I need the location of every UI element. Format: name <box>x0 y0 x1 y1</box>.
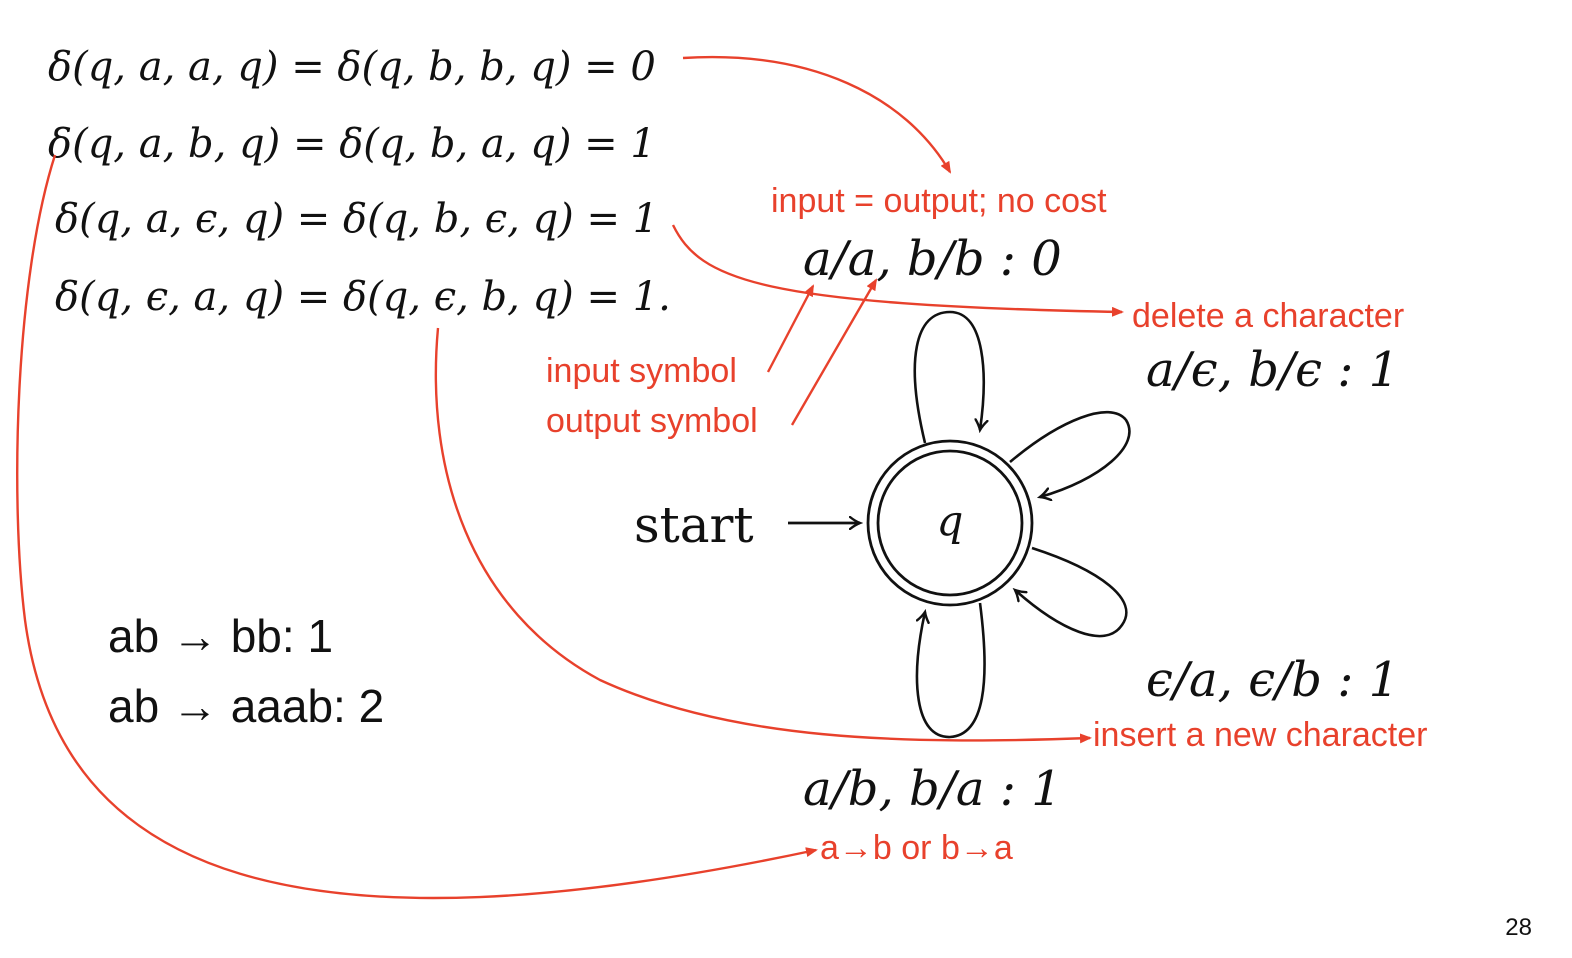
arrow-output-symbol <box>790 278 878 426</box>
loop-label-copy: a/a, b/b : 0 <box>803 231 1062 287</box>
label-input-symbol: input symbol <box>546 352 737 390</box>
arrow-no-cost <box>682 55 952 174</box>
state-label: q <box>937 496 964 545</box>
label-insert: insert a new character <box>1093 716 1428 754</box>
automaton: q start a/a, b/b : 0 a/ϵ, b/ϵ : 1 ϵ/a, ϵ… <box>634 231 1399 817</box>
loop-copy <box>913 310 984 444</box>
equation-4: δ(q, ϵ, a, q) = δ(q, ϵ, b, q) = 1. <box>55 274 671 320</box>
label-substitute: a→b or b→a <box>820 829 1013 867</box>
arrow-input-symbol <box>766 284 815 373</box>
arrow-insert <box>434 327 1092 744</box>
arrow-substitute <box>16 154 818 900</box>
annotation-labels: input = output; no cost delete a charact… <box>546 182 1428 867</box>
loop-substitute <box>917 602 986 739</box>
equation-3: δ(q, a, ϵ, q) = δ(q, b, ϵ, q) = 1 <box>55 196 658 242</box>
equation-2: δ(q, a, b, q) = δ(q, b, a, q) = 1 <box>48 121 656 167</box>
annotation-arrows <box>16 55 1124 900</box>
examples: ab → bb: 1 ab → aaab: 2 <box>108 610 384 732</box>
loop-label-delete: a/ϵ, b/ϵ : 1 <box>1146 342 1399 398</box>
loop-insert <box>1015 546 1128 638</box>
equation-block: δ(q, a, a, q) = δ(q, b, b, q) = 0 δ(q, a… <box>48 44 671 320</box>
example-2: ab → aaab: 2 <box>108 680 384 732</box>
label-delete: delete a character <box>1132 297 1404 335</box>
start-label: start <box>634 496 754 554</box>
loop-label-insert: ϵ/a, ϵ/b : 1 <box>1146 652 1399 708</box>
arrow-delete <box>671 224 1124 317</box>
loop-delete <box>1009 411 1131 497</box>
example-1: ab → bb: 1 <box>108 610 333 662</box>
state-inner-circle <box>876 449 1024 597</box>
label-output-symbol: output symbol <box>546 402 758 440</box>
state-outer-circle <box>866 439 1034 607</box>
page-number: 28 <box>1505 914 1532 941</box>
loop-label-substitute: a/b, b/a : 1 <box>803 761 1062 817</box>
label-no-cost: input = output; no cost <box>771 182 1107 220</box>
equation-1: δ(q, a, a, q) = δ(q, b, b, q) = 0 <box>48 44 656 90</box>
